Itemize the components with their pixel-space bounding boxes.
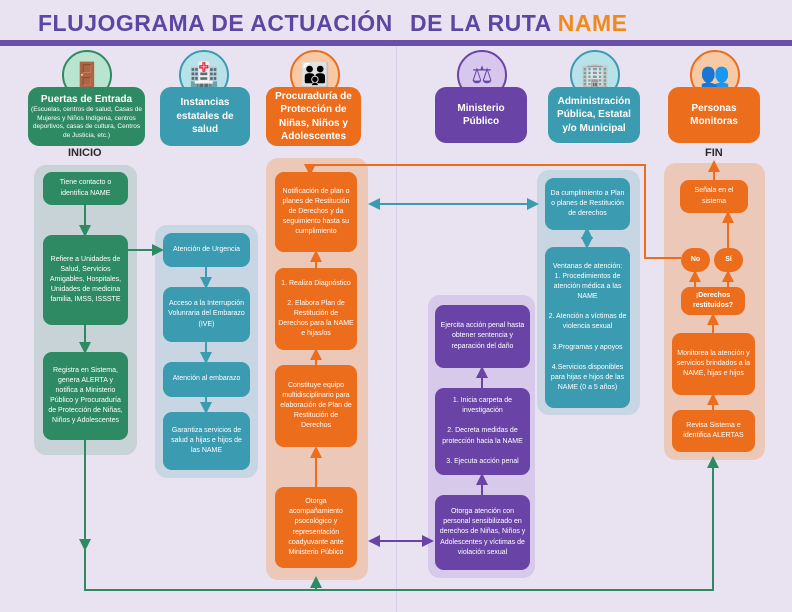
title-route: DE LA RUTA [410, 10, 551, 36]
header-puertas-de-entrada: Puertas de Entrada(Escuelas, centros de … [28, 87, 145, 146]
step-child-health: Garantiza servicios de salud a hijas e h… [163, 412, 250, 470]
step-register-alert: Registra en Sistema, genera ALERTA y not… [43, 352, 128, 440]
step-contact: Tiene contacto o identifica NAME [43, 172, 128, 205]
step-pregnancy: Atención al embarazo [163, 362, 250, 397]
step-urgency: Atención de Urgencia [163, 233, 250, 267]
title-highlight: NAME [557, 10, 628, 36]
start-label: INICIO [68, 147, 102, 159]
title-bar [0, 40, 792, 46]
step-diagnosis-plan: 1. Realiza Diagnóstico 2. Elabora Plan d… [275, 268, 357, 350]
header-personas-monitoras: Personas Monitoras [668, 87, 760, 143]
decision-rights-restored: ¡Derechos restituidos? [681, 287, 745, 315]
step-criminal-action: Ejercita acción penal hasta obtener sent… [435, 305, 530, 368]
step-refer-health: Refiere a Unidades de Salud, Servicios A… [43, 235, 128, 325]
step-investigation: 1. Inicia carpeta de investigación 2. De… [435, 388, 530, 475]
step-attention-windows: Ventanas de atención: 1. Procedimientos … [545, 247, 630, 408]
header-administracion-publica: Administración Pública, Estatal y/o Muni… [548, 87, 640, 143]
decision-yes: Sí [714, 248, 743, 272]
step-accompaniment: Otorga acompañamiento psocológico y repr… [275, 487, 357, 568]
title-part2: DE LA RUTA NAME [410, 10, 627, 37]
step-notification: Notificación de plan o planes de Restitu… [275, 172, 357, 252]
title-part1: FLUJOGRAMA DE ACTUACIÓN [38, 10, 393, 36]
step-comply-plan: Da cumplimiento a Plan o planes de Resti… [545, 178, 630, 230]
end-label: FIN [705, 147, 723, 159]
header-subtitle: (Escuelas, centros de salud, Casas de Mu… [31, 106, 142, 139]
header-ministerio-publico: Ministerio Público [435, 87, 527, 143]
header-instancias-salud: Instancias estatales de salud [160, 87, 250, 146]
step-ive: Acceso a la Interrupción Volunraria del … [163, 287, 250, 342]
step-sensitized-attention: Otorga atención con personal sensibiliza… [435, 495, 530, 570]
step-review-system: Revisa Sistema e identifica ALERTAS [672, 410, 755, 452]
header-procuraduria: Procuraduría de Protección de Niñas, Niñ… [266, 87, 361, 146]
step-multidisciplinary: Constituye equipo multidisciplinario par… [275, 365, 357, 447]
step-signal-system: Señala en el sistema [680, 180, 748, 213]
page-divider [396, 46, 397, 612]
header-title: Puertas de Entrada [40, 93, 133, 105]
decision-no: No [681, 248, 710, 272]
step-monitor-attention: Monitorea la atención y servicios brinda… [672, 333, 755, 395]
